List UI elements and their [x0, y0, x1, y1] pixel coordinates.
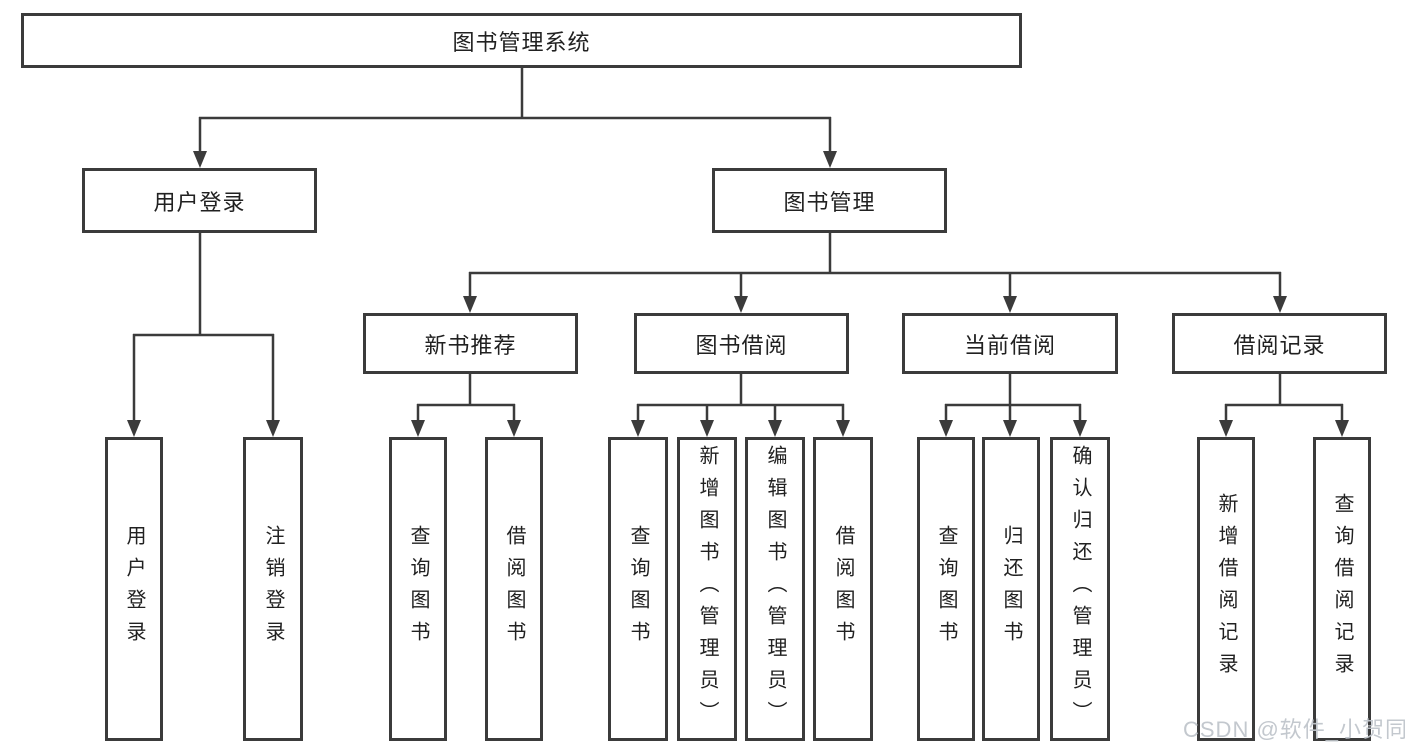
node-current-borrowing-label: 当前借阅 [963, 332, 1056, 358]
leaf-user-login: 用户登录 [105, 437, 163, 741]
leaf-borrowing-add-books-admin: 新增图书（管理员） [677, 437, 737, 741]
node-user-login: 用户登录 [82, 168, 317, 233]
leaf-current-query-books-label: 查询图书 [935, 525, 957, 653]
leaf-current-confirm-return-admin: 确认归还（管理员） [1050, 437, 1110, 741]
node-book-management-label: 图书管理 [783, 189, 876, 215]
leaf-newbooks-query-books-label: 查询图书 [407, 525, 429, 653]
node-new-book-recommend: 新书推荐 [363, 313, 578, 374]
leaf-current-return-books: 归还图书 [982, 437, 1040, 741]
node-root: 图书管理系统 [21, 13, 1022, 68]
node-book-management: 图书管理 [712, 168, 947, 233]
leaf-borrowing-add-books-admin-label: 新增图书（管理员） [696, 445, 718, 733]
leaf-borrowing-borrow-books-label: 借阅图书 [832, 525, 854, 653]
leaf-borrowing-borrow-books: 借阅图书 [813, 437, 873, 741]
leaf-borrowing-query-books: 查询图书 [608, 437, 668, 741]
leaf-current-confirm-return-admin-label: 确认归还（管理员） [1069, 445, 1091, 733]
leaf-logout-label: 注销登录 [262, 525, 284, 653]
leaf-logout: 注销登录 [243, 437, 303, 741]
leaf-borrowing-edit-books-admin-label: 编辑图书（管理员） [764, 445, 786, 733]
leaf-borrowing-query-books-label: 查询图书 [627, 525, 649, 653]
node-borrowing-records: 借阅记录 [1172, 313, 1387, 374]
leaf-borrowing-edit-books-admin: 编辑图书（管理员） [745, 437, 805, 741]
leaf-newbooks-borrow-books-label: 借阅图书 [503, 525, 525, 653]
arrowheads [127, 151, 1349, 437]
leaf-records-add-record: 新增借阅记录 [1197, 437, 1255, 741]
leaf-records-query-record-label: 查询借阅记录 [1331, 493, 1353, 685]
node-book-borrowing: 图书借阅 [634, 313, 849, 374]
node-user-login-label: 用户登录 [153, 189, 246, 215]
csdn-watermark: CSDN @软件_小贺同学 [1183, 717, 1405, 742]
leaf-newbooks-query-books: 查询图书 [389, 437, 447, 741]
leaf-newbooks-borrow-books: 借阅图书 [485, 437, 543, 741]
node-book-borrowing-label: 图书借阅 [695, 332, 788, 358]
node-borrowing-records-label: 借阅记录 [1233, 332, 1326, 358]
leaf-user-login-label: 用户登录 [123, 525, 145, 653]
leaf-records-add-record-label: 新增借阅记录 [1215, 493, 1237, 685]
node-root-label: 图书管理系统 [452, 29, 591, 55]
leaf-current-return-books-label: 归还图书 [1000, 525, 1022, 653]
node-new-book-recommend-label: 新书推荐 [424, 332, 517, 358]
leaf-records-query-record: 查询借阅记录 [1313, 437, 1371, 741]
leaf-current-query-books: 查询图书 [917, 437, 975, 741]
node-current-borrowing: 当前借阅 [902, 313, 1118, 374]
